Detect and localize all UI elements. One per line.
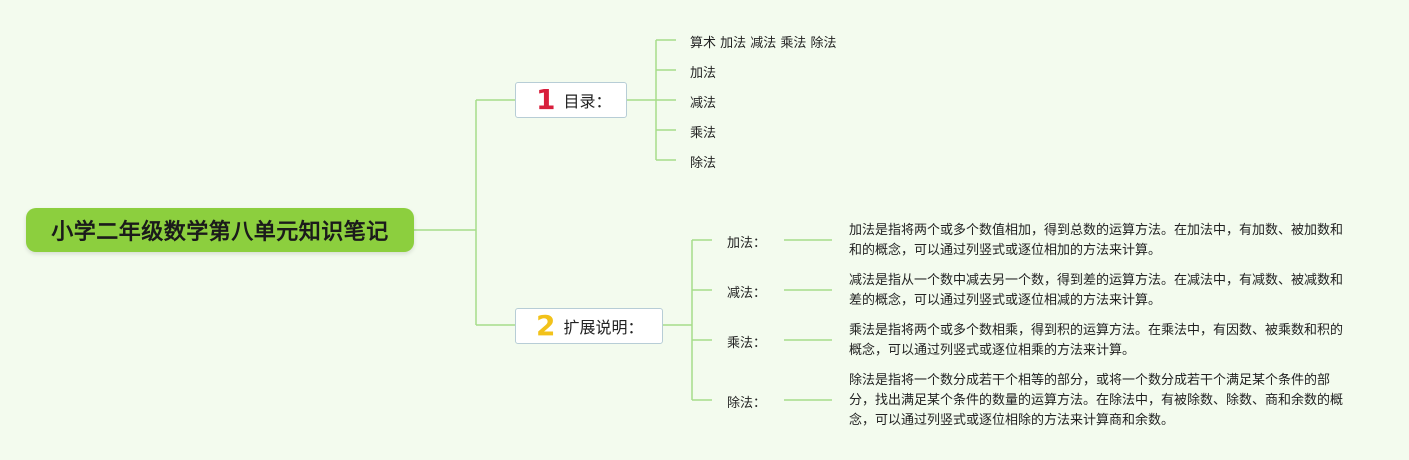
description-multiplication[interactable]: 乘法是指将两个或多个数相乘，得到积的运算方法。在乘法中，有因数、被乘数和积的概念… xyxy=(849,323,1344,358)
branch-topic-explanation[interactable]: 2 扩展说明： xyxy=(515,308,663,344)
branch-number-1: 1 xyxy=(536,83,556,116)
branch-topic-contents[interactable]: 1 目录： xyxy=(515,82,627,118)
leaf-contents-3[interactable]: 乘法 xyxy=(690,126,717,141)
leaf-contents-0[interactable]: 算术 加法 减法 乘法 除法 xyxy=(690,36,837,51)
description-subtraction[interactable]: 减法是指从一个数中减去另一个数，得到差的运算方法。在减法中，有减数、被减数和差的… xyxy=(849,273,1344,308)
subtopic-addition[interactable]: 加法： xyxy=(727,236,767,251)
description-division[interactable]: 除法是指将一个数分成若干个相等的部分，或将一个数分成若干个满足某个条件的部分，找… xyxy=(849,373,1344,428)
description-addition[interactable]: 加法是指将两个或多个数值相加，得到总数的运算方法。在加法中，有加数、被加数和和的… xyxy=(849,223,1344,258)
branch-label-explanation: 扩展说明： xyxy=(563,318,644,337)
leaf-contents-4[interactable]: 除法 xyxy=(690,156,717,171)
subtopic-subtraction[interactable]: 减法： xyxy=(727,286,767,301)
root-topic[interactable]: 小学二年级数学第八单元知识笔记 xyxy=(26,208,414,252)
branch-label-contents: 目录： xyxy=(563,92,612,111)
branch-number-2: 2 xyxy=(536,309,556,342)
leaf-contents-1[interactable]: 加法 xyxy=(690,66,717,81)
subtopic-division[interactable]: 除法： xyxy=(727,396,767,411)
leaf-contents-2[interactable]: 减法 xyxy=(690,96,717,111)
subtopic-multiplication[interactable]: 乘法： xyxy=(727,336,767,351)
